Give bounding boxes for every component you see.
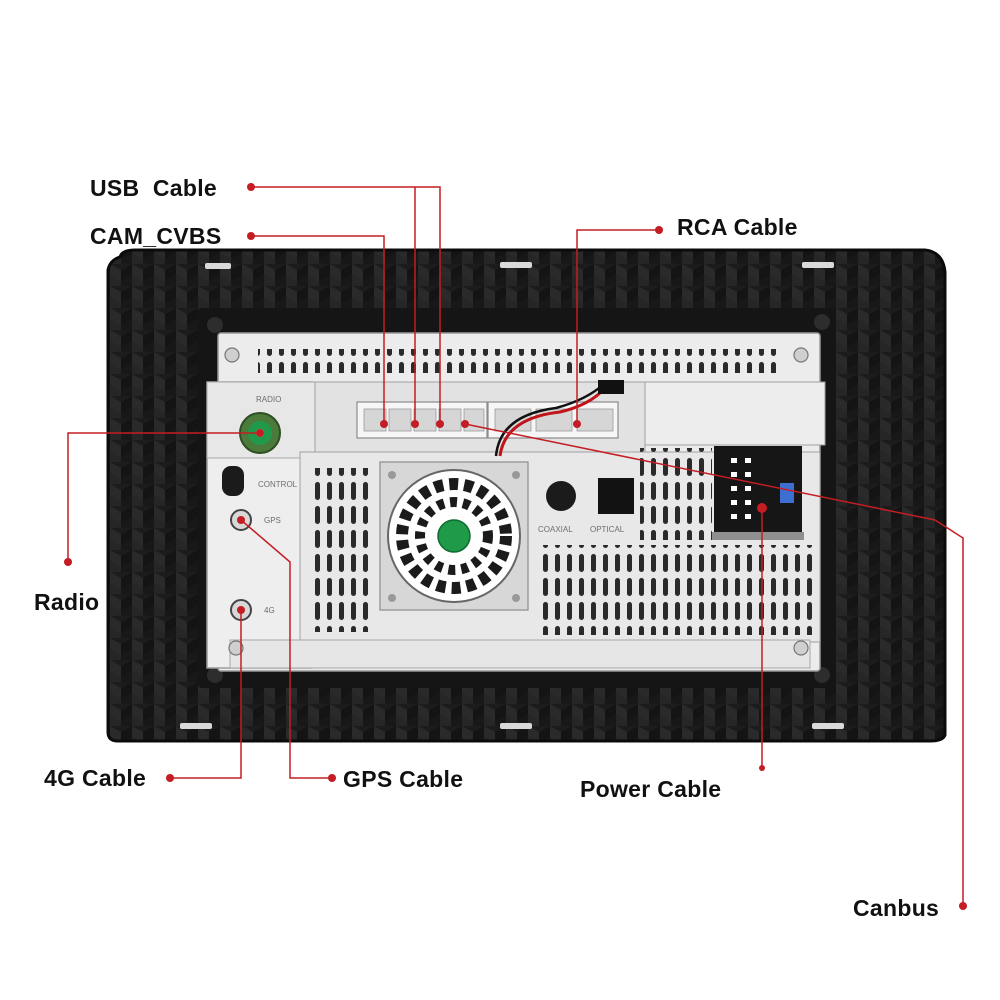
dot-cam-target	[380, 420, 388, 428]
callout-power-cable: Power Cable	[580, 776, 721, 802]
callout-cam-cvbs: CAM_CVBS	[90, 223, 221, 249]
leader-lines	[67, 186, 964, 906]
dot-rca-label	[655, 226, 663, 234]
leader-usb	[251, 186, 441, 424]
callout-gps-cable: GPS Cable	[343, 766, 463, 792]
dot-gps-label	[328, 774, 336, 782]
dot-usb-target-b	[436, 420, 444, 428]
dot-cam-label	[247, 232, 255, 240]
dot-canbus-target	[461, 420, 469, 428]
leader-cam	[251, 235, 385, 424]
callout-usb-cable: USB Cable	[90, 175, 217, 201]
panel-label-radio: RADIO	[256, 395, 281, 404]
leader-4g	[170, 610, 242, 779]
callout-radio: Radio	[34, 589, 99, 615]
dot-usb-label	[247, 183, 255, 191]
leader-gps	[240, 519, 332, 779]
callout-4g-cable: 4G Cable	[44, 765, 146, 791]
panel-label-optical: OPTICAL	[590, 525, 625, 534]
panel-label-coaxial: COAXIAL	[538, 525, 573, 534]
leader-radio	[67, 432, 260, 562]
leader-dots	[64, 183, 967, 910]
cooling-fan	[379, 461, 529, 611]
dot-power-target	[757, 503, 767, 513]
callout-canbus: Canbus	[853, 895, 939, 921]
dot-radio-target	[256, 429, 264, 437]
dot-usb-target-a	[411, 420, 419, 428]
panel-label-control: CONTROL	[258, 480, 298, 489]
panel-label-4g: 4G	[264, 606, 275, 615]
dot-4g-label	[166, 774, 174, 782]
panel-label-gps: GPS	[264, 516, 281, 525]
dot-power-label	[759, 765, 765, 771]
leader-rca	[576, 229, 659, 424]
callout-rca-cable: RCA Cable	[677, 214, 798, 240]
dot-gps-target	[237, 516, 245, 524]
dot-4g-target	[237, 606, 245, 614]
dot-canbus-label	[959, 902, 967, 910]
leader-canbus	[464, 423, 964, 906]
dot-rca-target	[573, 420, 581, 428]
dot-radio-label	[64, 558, 72, 566]
